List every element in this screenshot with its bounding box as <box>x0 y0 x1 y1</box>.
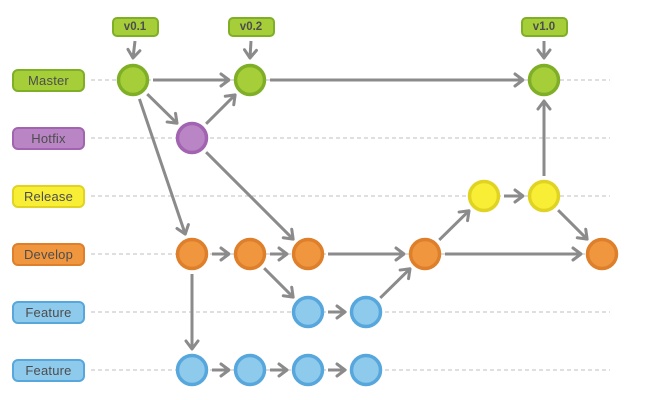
edge-d4-r1 <box>438 209 471 242</box>
edge-h1-m2 <box>205 93 237 125</box>
version-tag-v0-1: v0.1 <box>111 17 159 37</box>
commit-fa2-feature1 <box>349 295 383 329</box>
version-tag-v1-0: v1.0 <box>520 17 568 37</box>
commit-d2-develop <box>233 237 267 271</box>
branch-label-text: Feature <box>25 362 72 378</box>
branch-label-feature-1: Feature <box>12 300 85 324</box>
commit-fa1-feature1 <box>291 295 325 329</box>
edge-m1-h1 <box>146 92 179 125</box>
commit-d4-develop <box>408 237 442 271</box>
branch-label-text: Release <box>23 188 74 204</box>
commit-m1-master <box>116 63 150 97</box>
commit-d5-develop <box>585 237 619 271</box>
edge-m1-d1 <box>138 98 190 236</box>
commit-m3-master <box>527 63 561 97</box>
tag-arrow-v0.2 <box>242 40 258 60</box>
commit-fb1-feature2 <box>175 353 209 387</box>
branch-label-text: Hotfix <box>31 130 66 146</box>
version-tag-v0-2: v0.2 <box>227 17 275 37</box>
edge-fa2-d4 <box>379 267 412 300</box>
branch-label-text: Develop <box>23 246 74 262</box>
edge-h1-d3 <box>205 151 295 241</box>
commit-r1-release <box>467 179 501 213</box>
commit-d3-develop <box>291 237 325 271</box>
commit-fb2-feature2 <box>233 353 267 387</box>
version-tag-text: v1.0 <box>532 21 556 33</box>
tag-arrow-v0.1 <box>126 40 142 60</box>
branch-label-develop: Develop <box>12 242 85 266</box>
branch-label-text: Feature <box>25 304 72 320</box>
branch-label-hotfix: Hotfix <box>12 126 85 150</box>
branch-label-release: Release <box>12 184 85 208</box>
commit-fb3-feature2 <box>291 353 325 387</box>
branch-label-text: Master <box>28 72 69 88</box>
version-tag-text: v0.1 <box>123 21 147 33</box>
version-tag-text: v0.2 <box>239 21 263 33</box>
edge-d2-fa1 <box>263 267 295 299</box>
branch-label-feature-2: Feature <box>12 358 85 382</box>
commit-fb4-feature2 <box>349 353 383 387</box>
branch-label-master: Master <box>12 68 85 92</box>
commit-m2-master <box>233 63 267 97</box>
edge-r2-d5 <box>557 209 589 241</box>
commit-h1-hotfix <box>175 121 209 155</box>
commit-d1-develop <box>175 237 209 271</box>
commit-r2-release <box>527 179 561 213</box>
